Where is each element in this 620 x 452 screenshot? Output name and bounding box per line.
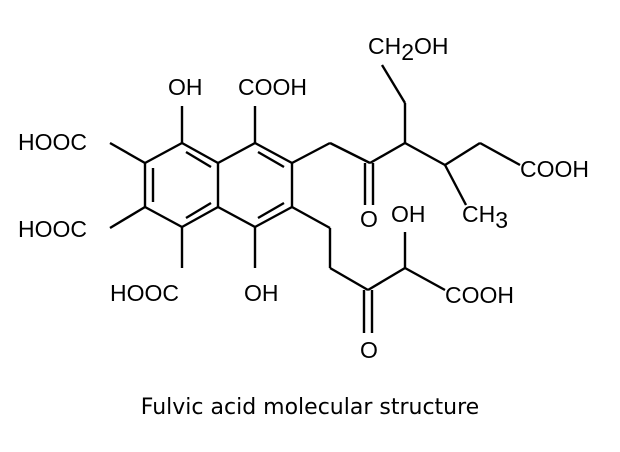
upper-side-chain-bonds (291, 64, 521, 206)
ch2oh-label: CH2OH (368, 33, 449, 65)
lower-side-chain-bonds (291, 205, 446, 333)
oh-top-label: OH (168, 74, 203, 100)
cooh-top-label: COOH (238, 74, 307, 100)
hooc-lower-left-label: HOOC (18, 216, 87, 242)
ring-substituent-bonds (109, 106, 257, 268)
cooh-right-lower-label: COOH (445, 282, 514, 308)
cooh-right-upper-label: COOH (520, 156, 589, 182)
ch3-label: CH3 (462, 201, 508, 233)
o-bottom-label: O (360, 337, 378, 363)
oh-bottom-label: OH (244, 280, 279, 306)
hooc-bottom-label: HOOC (110, 280, 179, 306)
atom-labels: CH2OH OH COOH HOOC HOOC COOH CH3 OH O HO… (18, 33, 589, 363)
left-ring-bonds (143, 141, 220, 229)
oh-mid-label: OH (391, 201, 426, 227)
right-ring-bonds (217, 141, 294, 229)
hooc-upper-left-label: HOOC (18, 129, 87, 155)
o-mid-label: O (360, 206, 378, 232)
figure-caption: Fulvic acid molecular structure (140, 395, 480, 420)
